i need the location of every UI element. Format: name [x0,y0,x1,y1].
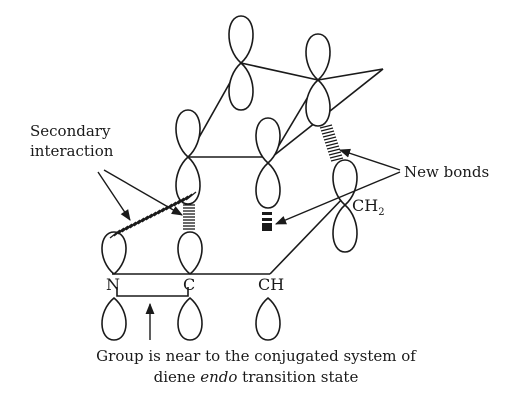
p-orbital-lobe [175,156,201,205]
new-bonds-label: New bonds [404,163,489,181]
hatched-interactions [109,124,344,239]
diene-bond-ch-ch2 [269,195,346,275]
annotation-arrows [97,148,401,340]
p-orbital-lobe [332,204,358,253]
secondary-arrow-right [103,169,183,216]
p-orbital-lobe [255,297,281,341]
secondary-interaction-label-line1: Secondary [30,122,111,140]
p-orbital-lobe [255,162,281,209]
atom-ch2-main: CH [352,196,378,215]
caption-line1: Group is near to the conjugated system o… [96,347,417,365]
p-orbital-lobe [177,297,203,341]
secondary-interaction-hatch-vertical [183,204,195,230]
new-bond-hatch-right [319,124,344,162]
p-orbital-lobe [305,33,331,81]
caption-line2-post: transition state [237,368,358,386]
atom-ch2-label: CH2 [352,196,385,218]
secondary-interaction-label-line2: interaction [30,142,114,160]
p-orbital-lobe [177,231,203,275]
atom-n-label: N [106,275,120,294]
p-orbital-lobe [228,62,254,111]
framework-bond-top [240,62,319,81]
p-orbital-lobe [101,297,127,341]
p-orbital-lobe [228,15,254,64]
p-orbital-lobe [175,109,201,158]
atom-ch-label: CH [258,275,284,294]
dienophile-framework [187,62,384,158]
p-orbital-lobe [305,79,331,127]
p-orbital-lobe [332,159,358,206]
p-orbital-lobe [255,117,281,164]
orbital-lobes [101,15,358,341]
p-orbital-lobe [101,231,127,275]
framework-bond-top-right [317,68,384,81]
caption-line2: diene endo transition state [154,368,359,386]
caption-line2-pre: diene [154,368,201,386]
diene-framework [112,195,346,275]
caption-line2-italic: endo [200,368,237,386]
new-bonds-arrow-upper [338,148,401,171]
atom-ch2-subscript: 2 [378,207,384,218]
group-bracket [116,287,189,297]
atom-c-label: C [183,275,195,294]
secondary-arrow-left [97,171,131,221]
new-bonds-arrow-lower [274,171,401,225]
new-bond-hatch-middle [262,212,272,231]
secondary-interaction-hatch [109,191,197,239]
